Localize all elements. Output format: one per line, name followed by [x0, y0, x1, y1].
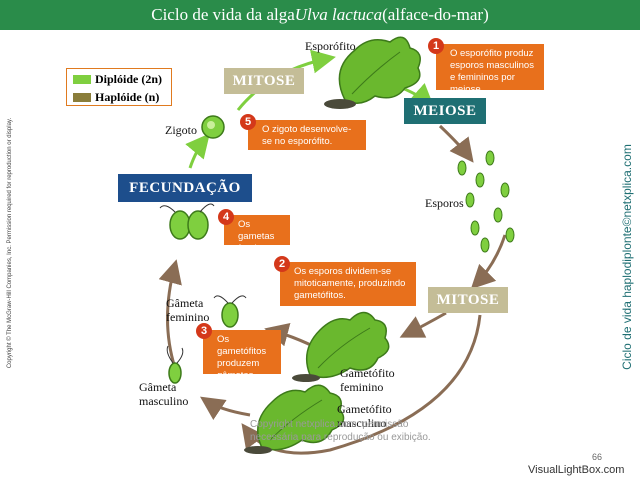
watermark: Copyright netxplica.com: permissão neces… — [250, 418, 431, 444]
ploidy-legend: Diplóide (2n) Haplóide (n) — [66, 68, 172, 106]
male-gametophyte-plant — [244, 384, 345, 454]
watermark-line1: Copyright netxplica.com: permissão — [250, 419, 409, 430]
title-species: Ulva lactuca — [294, 5, 383, 24]
label-gametofito-masculino-line2: masculino — [337, 416, 387, 430]
title-bar: Ciclo de vida da alga Ulva lactuca (alfa… — [0, 0, 640, 30]
stage-fecundacao: FECUNDAÇÃO — [118, 174, 252, 202]
label-gametofito-masculino: Gametófito masculino — [337, 402, 392, 430]
label-gameta-masculino: Gâmeta masculino — [139, 380, 188, 408]
site-side-text: Ciclo de vida haplodiplonte©netxplica.co… — [620, 144, 634, 370]
zygote-cell — [201, 115, 225, 139]
note-4: Os gametas fundem-se. — [224, 215, 290, 266]
label-gameta-feminino: Gâmeta feminino — [166, 296, 209, 324]
arrow-gametes-to-fertilization — [158, 259, 182, 369]
fused-gametes — [159, 203, 215, 240]
sporophyte-plant — [324, 36, 421, 109]
label-gametofito-masculino-line1: Gametófito — [337, 402, 392, 416]
stage-mitose-right: MITOSE — [428, 287, 508, 313]
label-gameta-feminino-line2: feminino — [166, 310, 210, 324]
legend-diploid-label: Diplóide (2n) — [95, 71, 163, 86]
label-gametofito-feminino-line1: Gametófito — [340, 366, 395, 380]
spores — [457, 150, 515, 253]
life-cycle-diagram — [158, 36, 515, 455]
legend-diploid: Diplóide (2n) — [73, 71, 171, 87]
note-5-number: 5 — [240, 114, 256, 130]
legend-haploid-swatch — [73, 92, 91, 102]
footer-brand: VisualLightBox.com — [528, 464, 625, 476]
male-gamete — [166, 345, 184, 384]
watermark-line2: necessária para reprodução ou exibição. — [250, 432, 431, 443]
label-zigoto: Zigoto — [165, 123, 197, 137]
note-4-number: 4 — [218, 209, 234, 225]
arrow-meiosis-to-spores — [438, 124, 474, 163]
legend-haploid: Haplóide (n) — [73, 89, 171, 105]
label-gameta-masculino-line2: masculino — [139, 394, 189, 408]
female-gamete — [213, 295, 247, 328]
title-prefix: Ciclo de vida da alga — [151, 5, 295, 24]
page-number: 66 — [592, 452, 603, 462]
legend-haploid-label: Haplóide (n) — [95, 89, 160, 104]
label-gameta-masculino-line1: Gâmeta — [139, 380, 177, 394]
label-gametofito-feminino-line2: feminino — [340, 380, 384, 394]
label-esporofito: Esporófito — [305, 39, 356, 53]
note-5: O zigoto desenvolve-se no esporófito. — [248, 120, 366, 150]
note-1: O esporófito produz esporos masculinos e… — [436, 44, 544, 95]
legend-diploid-swatch — [73, 74, 91, 84]
stage-meiose: MEIOSE — [404, 98, 486, 124]
note-1-number: 1 — [428, 38, 444, 54]
stage-mitose-top: MITOSE — [224, 68, 304, 94]
label-gametofito-feminino: Gametófito feminino — [340, 366, 395, 394]
copyright-side-text: Copyright © The McGraw-Hill Companies, I… — [7, 117, 13, 369]
note-2-number: 2 — [274, 256, 290, 272]
label-gameta-feminino-line1: Gâmeta — [166, 296, 204, 310]
title-suffix: (alface-do-mar) — [382, 5, 489, 24]
arrow-male-gametophyte-to-gamete — [200, 396, 251, 420]
note-3-number: 3 — [196, 323, 212, 339]
note-3: Os gametófitos produzem gâmetas. — [203, 330, 281, 381]
note-2: Os esporos dividem-se mitoticamente, pro… — [280, 262, 416, 306]
arrow-fertilization-to-zygote — [185, 133, 210, 169]
female-gametophyte-plant — [292, 311, 390, 382]
label-esporos: Esporos — [425, 196, 464, 210]
arrow-mitosis-to-female — [399, 311, 447, 338]
arrow-spores-to-mitosis — [470, 234, 507, 290]
